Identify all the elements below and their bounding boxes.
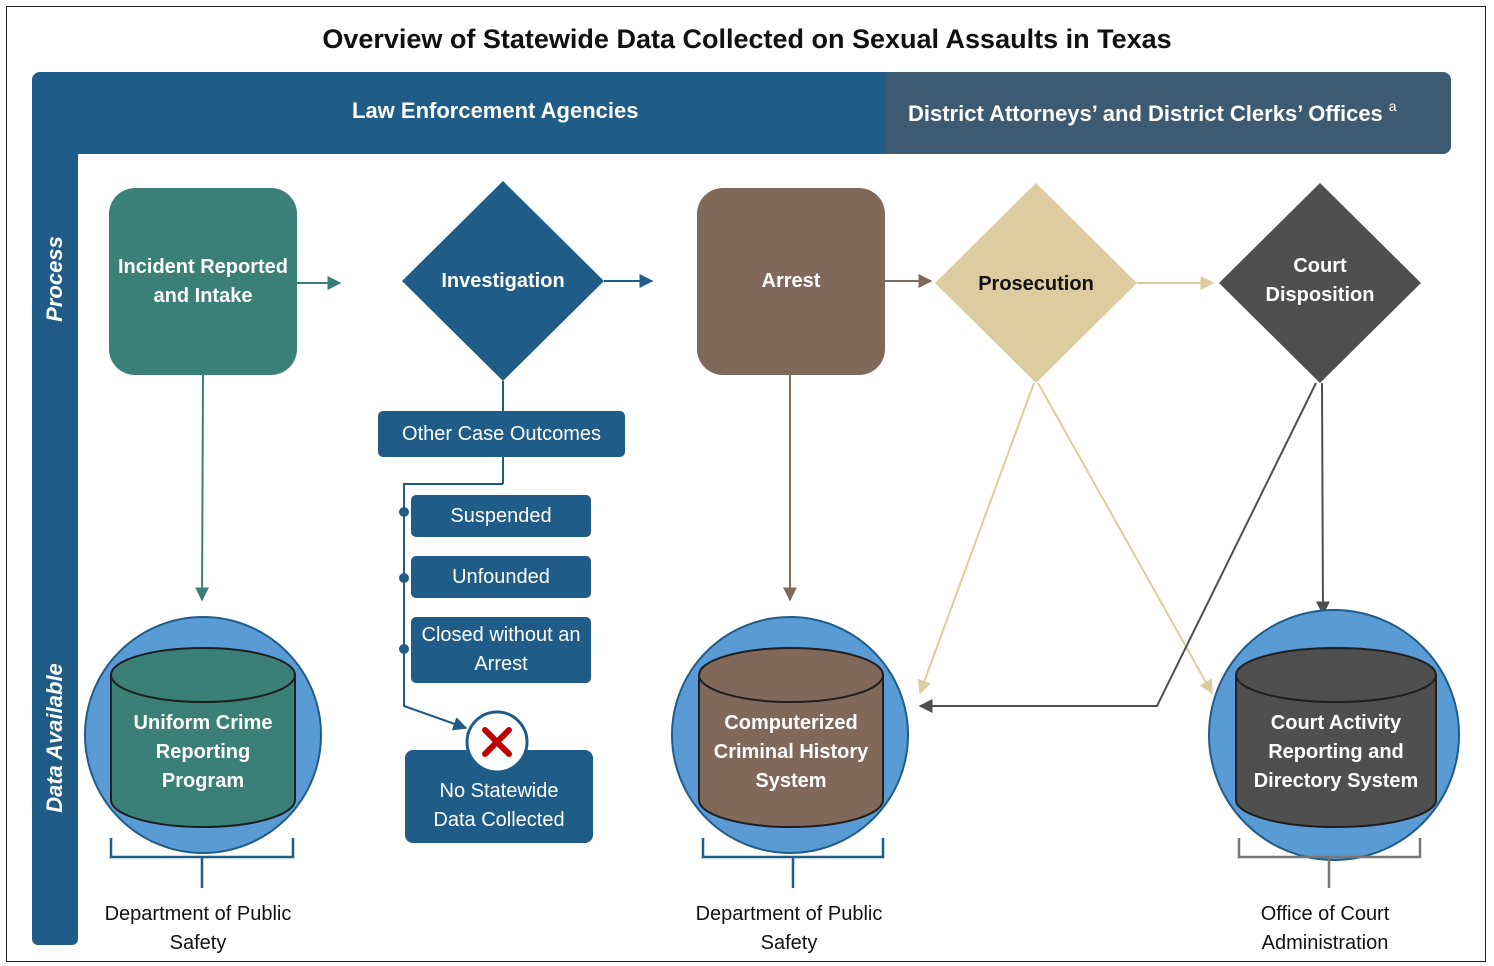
cylinder-cards	[1235, 647, 1437, 828]
header-law-enforcement: Law Enforcement Agencies	[352, 98, 639, 123]
outcome-closed-without-arrest: Closed without an Arrest	[411, 617, 591, 683]
label-prosecution: Prosecution	[978, 272, 1094, 295]
label-cchs: Computerized Criminal History System	[713, 712, 869, 792]
arrow-prosecution-cards	[1037, 382, 1213, 695]
agency-ucr: Department of Public Safety	[104, 903, 292, 954]
cylinder-ucr	[110, 647, 296, 828]
arrow-court-cchs	[918, 382, 1317, 713]
diagram-title: Overview of Statewide Data Collected on …	[322, 24, 1172, 54]
outcomes-connector	[403, 483, 503, 731]
other-outcomes-header: Other Case Outcomes	[378, 411, 625, 457]
bracket-ucr	[109, 838, 295, 888]
bracket-cards	[1237, 838, 1422, 888]
node-incident	[109, 188, 297, 375]
diagram-frame	[6, 6, 1486, 962]
header-band-district-offices	[885, 72, 1451, 154]
label-investigation: Investigation	[441, 269, 565, 292]
no-data-label: No Statewide Data Collected	[433, 780, 565, 831]
cylinder-cchs	[698, 647, 884, 828]
bracket-cchs	[701, 838, 885, 888]
sidebar-band	[32, 72, 78, 945]
no-data-box	[405, 750, 593, 843]
label-cards: Court Activity Reporting and Directory S…	[1253, 712, 1419, 792]
outcome-suspended: Suspended	[411, 495, 591, 537]
arrow-prosecution-cchs	[917, 382, 1035, 695]
label-arrest: Arrest	[761, 270, 821, 292]
node-arrest	[697, 188, 885, 375]
node-investigation	[402, 181, 604, 381]
footnote-marker: a	[1388, 98, 1397, 114]
node-prosecution	[935, 183, 1137, 383]
label-court-disposition: Court Disposition	[1265, 255, 1375, 306]
arrow-court-cards	[1315, 382, 1330, 616]
label-ucr: Uniform Crime Reporting Program	[133, 712, 273, 792]
header-district-offices: District Attorneys’ and District Clerks’…	[908, 98, 1397, 126]
agency-cchs: Department of Public Safety	[695, 903, 883, 954]
outcome-unfounded: Unfounded	[411, 556, 591, 598]
arrow-incident-ucr	[195, 374, 210, 602]
label-incident: Incident Reported and Intake	[117, 255, 288, 307]
node-court-disposition	[1219, 183, 1421, 383]
agency-cards: Office of Court Administration	[1260, 903, 1390, 954]
header-band-law-enforcement	[32, 72, 887, 154]
